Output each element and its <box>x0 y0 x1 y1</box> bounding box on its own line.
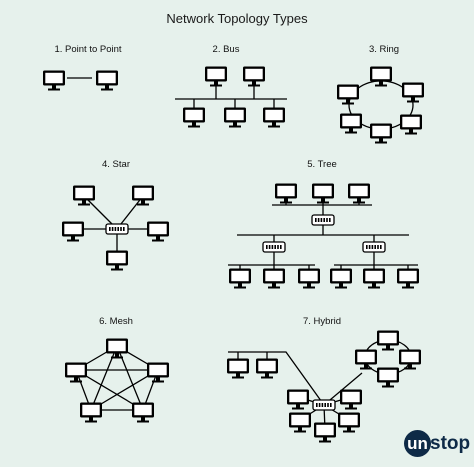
computer-icon-ring-1 <box>370 66 392 87</box>
computer-icon-ring-5 <box>340 113 362 134</box>
computer-icon-hybrid-ring-2 <box>399 349 421 370</box>
computer-icon-bus-1 <box>205 66 227 87</box>
hybrid-bus-link <box>228 351 325 406</box>
computer-icon-bus-2 <box>243 66 265 87</box>
mesh-link <box>116 345 144 411</box>
hub-icon-hybrid <box>312 399 336 411</box>
computer-icon-mesh-2 <box>65 362 87 383</box>
computer-icon-bus-5 <box>263 107 285 128</box>
computer-icon-hybrid-bus-1 <box>227 358 249 379</box>
computer-icon-hybrid-star-2 <box>340 389 362 410</box>
label-tree: 5. Tree <box>307 159 337 170</box>
computer-icon-bus-4 <box>224 107 246 128</box>
label-point-to-point: 1. Point to Point <box>54 44 122 55</box>
computer-icon-hybrid-star-4 <box>338 412 360 433</box>
computer-icon-star-4 <box>147 221 169 242</box>
logo-text: stop <box>430 432 471 454</box>
computer-icon-ring-4 <box>370 123 392 144</box>
computer-icon-p2p-left <box>43 70 65 91</box>
computer-icon-tree-leaf-6 <box>397 268 419 289</box>
label-ring: 3. Ring <box>368 44 400 55</box>
computer-icon-tree-leaf-3 <box>298 268 320 289</box>
computer-icon-tree-leaf-4 <box>330 268 352 289</box>
hub-icon-tree-root <box>311 214 335 226</box>
computer-icon-star-3 <box>62 221 84 242</box>
computer-icon-star-5 <box>106 250 128 271</box>
unstop-logo: un stop <box>404 430 470 457</box>
computer-icon-tree-top-1 <box>275 183 297 204</box>
computer-icon-hybrid-ring-1 <box>377 330 399 351</box>
computer-icon-bus-3 <box>183 107 205 128</box>
computer-icon-tree-leaf-1 <box>229 268 251 289</box>
hub-icon-tree-left <box>262 241 286 253</box>
computer-icon-ring-6 <box>337 84 359 105</box>
logo-circle: un <box>404 430 431 457</box>
computer-icon-mesh-5 <box>132 402 154 423</box>
label-star: 4. Star <box>102 159 130 170</box>
computer-icon-tree-top-3 <box>348 183 370 204</box>
computer-icon-tree-top-2 <box>312 183 334 204</box>
hub-icon-tree-right <box>362 241 386 253</box>
computer-icon-hybrid-bus-2 <box>256 358 278 379</box>
computer-icon-star-2 <box>132 185 154 206</box>
computer-icon-p2p-right <box>96 70 118 91</box>
mesh-link <box>90 369 159 411</box>
computer-icon-hybrid-ring-4 <box>355 349 377 370</box>
computer-icon-star-1 <box>73 185 95 206</box>
label-hybrid: 7. Hybrid <box>302 316 342 327</box>
computer-icon-mesh-3 <box>147 362 169 383</box>
computer-icon-tree-leaf-2 <box>263 268 285 289</box>
computer-icon-hybrid-star-3 <box>289 412 311 433</box>
computer-icon-hybrid-ring-3 <box>377 367 399 388</box>
computer-icon-hybrid-star-1 <box>287 389 309 410</box>
computer-icon-tree-leaf-5 <box>363 268 385 289</box>
label-mesh: 6. Mesh <box>99 316 133 327</box>
computer-icon-mesh-4 <box>80 402 102 423</box>
mesh-link <box>90 345 118 411</box>
computer-icon-ring-3 <box>400 114 422 135</box>
label-bus: 2. Bus <box>212 44 240 55</box>
hub-icon-star <box>105 223 129 235</box>
devices <box>43 66 424 443</box>
computer-icon-ring-2 <box>402 82 424 103</box>
mesh-link <box>75 369 144 411</box>
computer-icon-mesh-1 <box>106 338 128 359</box>
diagram-title: Network Topology Types <box>166 11 308 26</box>
computer-icon-hybrid-star-5 <box>314 422 336 443</box>
